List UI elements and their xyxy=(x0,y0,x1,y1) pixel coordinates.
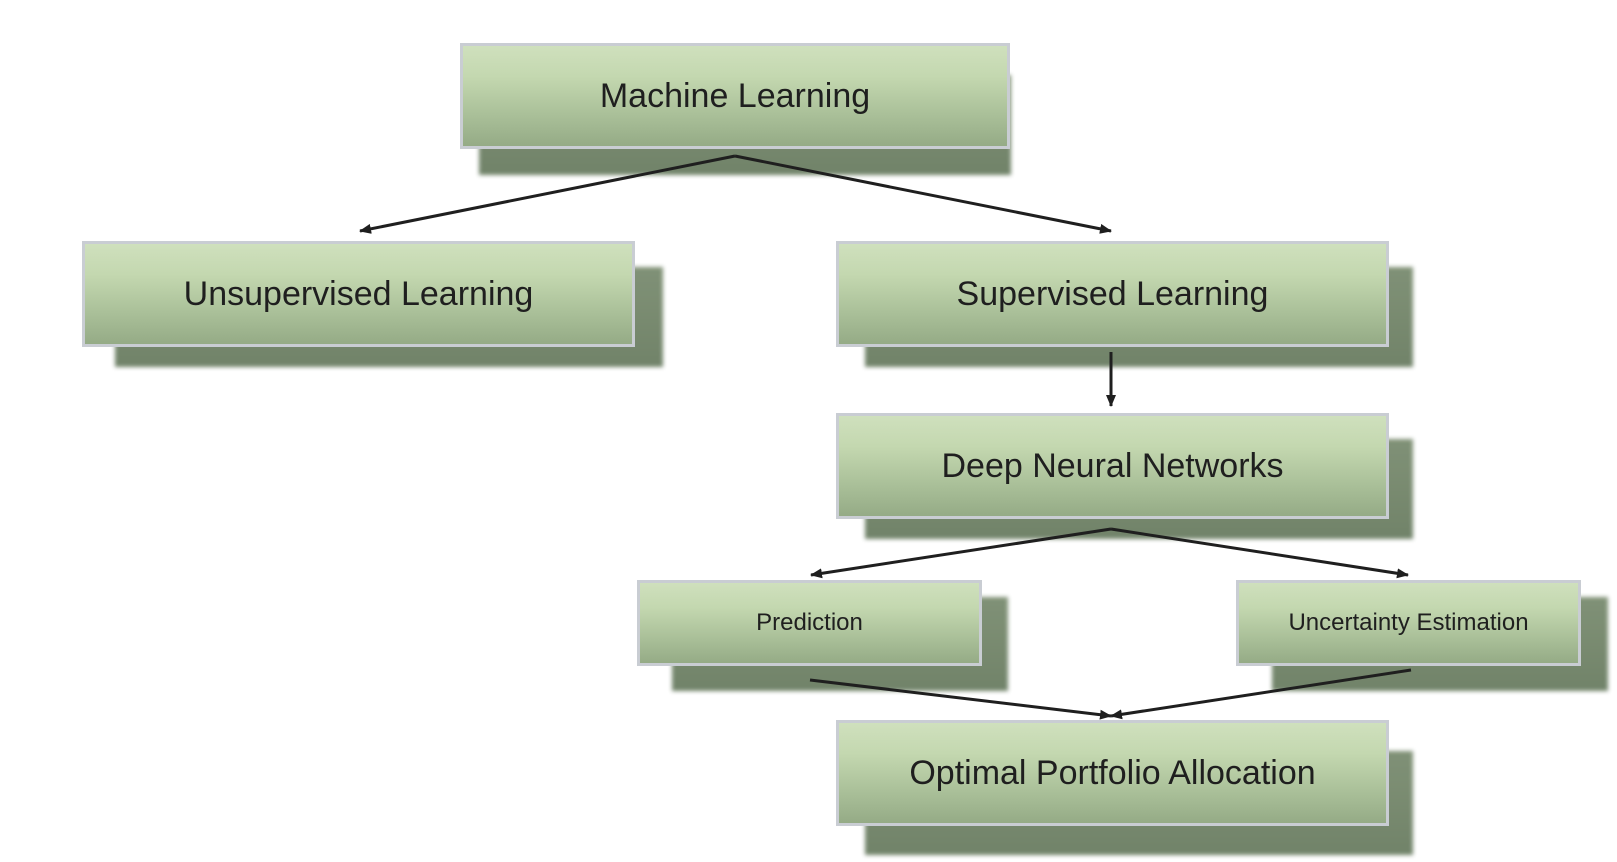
supervised-learning-box: Supervised Learning xyxy=(836,241,1389,347)
uncertainty-estimation-label: Uncertainty Estimation xyxy=(1288,609,1529,636)
arrow-ml-to-unsupervised xyxy=(359,154,736,234)
arrow-dnn-to-uncertainty xyxy=(1110,527,1409,579)
prediction-box: Prediction xyxy=(637,580,982,666)
unsupervised-learning-label: Unsupervised Learning xyxy=(183,274,534,313)
arrow-ml-to-supervised xyxy=(734,154,1112,234)
supervised-learning-label: Supervised Learning xyxy=(956,274,1269,313)
arrow-dnn-to-prediction xyxy=(810,527,1112,579)
machine-learning-box: Machine Learning xyxy=(460,43,1010,149)
optimal-portfolio-allocation-box: Optimal Portfolio Allocation xyxy=(836,720,1389,826)
unsupervised-learning-box: Unsupervised Learning xyxy=(82,241,635,347)
machine-learning-label: Machine Learning xyxy=(599,76,871,115)
deep-neural-networks-box: Deep Neural Networks xyxy=(836,413,1389,519)
arrow-prediction-to-portfolio xyxy=(809,678,1112,720)
optimal-portfolio-allocation-label: Optimal Portfolio Allocation xyxy=(909,753,1316,792)
prediction-label: Prediction xyxy=(756,609,863,636)
arrow-uncertainty-to-portfolio xyxy=(1110,668,1412,720)
uncertainty-estimation-box: Uncertainty Estimation xyxy=(1236,580,1581,666)
deep-neural-networks-label: Deep Neural Networks xyxy=(941,446,1284,485)
